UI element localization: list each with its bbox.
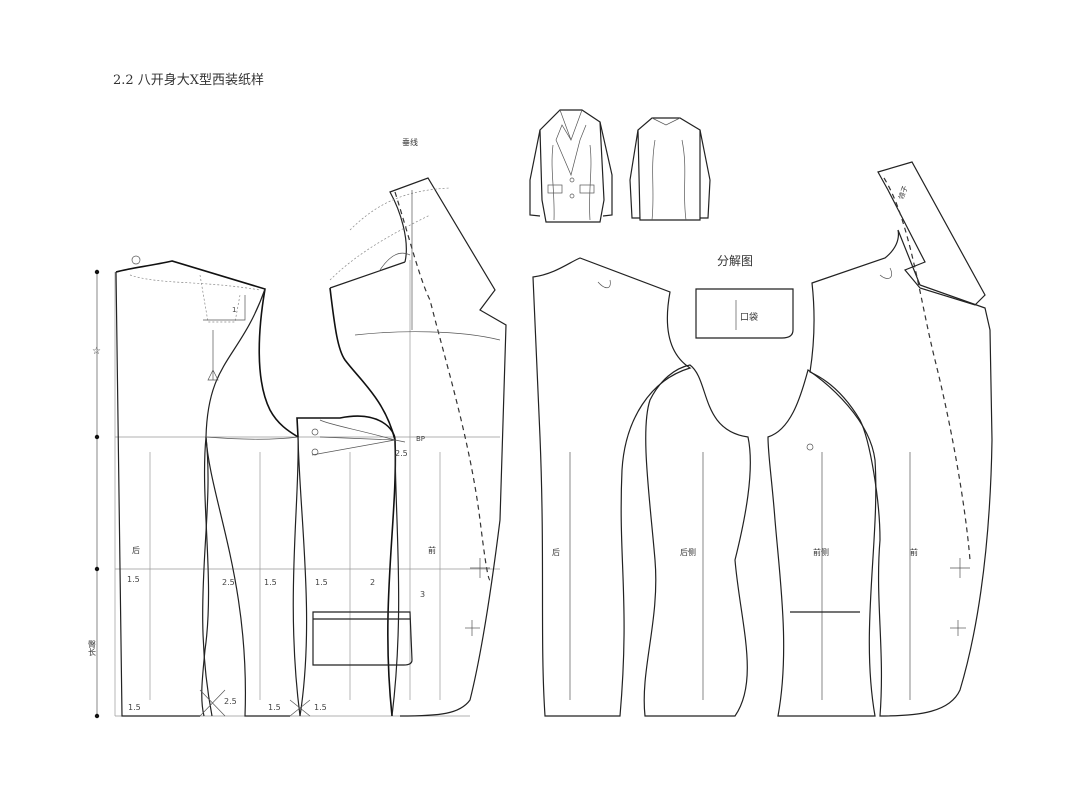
measure-11: 3 xyxy=(420,590,425,599)
decomp-pocket-label: 口袋 xyxy=(740,311,758,323)
draft-pocket xyxy=(312,611,413,666)
measure-5: 2 xyxy=(370,578,375,587)
measure-6: 1.5 xyxy=(128,703,141,712)
front-label: 前 xyxy=(428,545,436,555)
decomposition-title: 分解图 xyxy=(717,254,753,268)
measure-4: 1.5 xyxy=(315,578,328,587)
decomp-back-side-piece: 后侧 xyxy=(643,364,751,717)
measure-8: 1.5 xyxy=(268,703,281,712)
decomp-back-side-label: 后侧 xyxy=(680,547,696,557)
axis-hip-label: 臀长 xyxy=(88,640,97,657)
decomp-collar-label: 领子 xyxy=(896,184,909,200)
back-draft-piece xyxy=(115,255,299,717)
bp-label: BP xyxy=(416,435,425,443)
decomp-pocket-piece: 口袋 xyxy=(695,288,794,339)
decomp-back-label: 后 xyxy=(552,547,560,557)
jacket-back-illustration xyxy=(629,117,711,221)
measure-3: 1.5 xyxy=(264,578,277,587)
jacket-front-illustration xyxy=(529,109,613,223)
decomp-front-side-piece: 前侧 xyxy=(767,369,877,717)
decomp-front-label: 前 xyxy=(910,547,918,557)
measurements: 1.5 2.5 1.5 1.5 2 1.5 2.5 1.5 1.5 2.5 3 … xyxy=(127,137,436,712)
measure-12: 1 xyxy=(232,306,236,314)
front-draft-piece xyxy=(311,177,507,717)
reference-lines xyxy=(114,260,500,717)
measure-axis: ☆ 臀长 xyxy=(88,269,101,719)
axis-star-label: ☆ xyxy=(92,346,101,357)
measure-2: 2.5 xyxy=(222,578,235,587)
grain-label: 垂线 xyxy=(402,137,418,147)
back-label: 后 xyxy=(132,545,140,555)
diagram-title: 2.2 八开身大X型西装纸样 xyxy=(113,72,264,88)
measure-10: 2.5 xyxy=(395,449,408,458)
measure-7: 2.5 xyxy=(224,697,237,706)
measure-1: 1.5 xyxy=(127,575,140,584)
measure-9: 1.5 xyxy=(314,703,327,712)
decomp-front-piece: 前 领子 xyxy=(809,161,993,717)
decomp-front-side-label: 前侧 xyxy=(813,547,829,557)
decomp-back-piece: 后 xyxy=(532,257,692,717)
side-panel-draft xyxy=(199,415,400,717)
